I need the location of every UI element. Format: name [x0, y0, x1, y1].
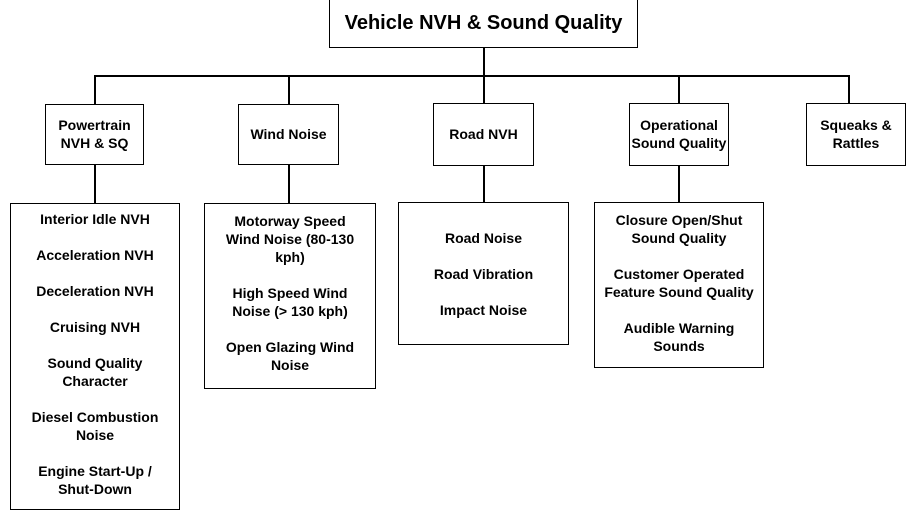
list-item: Diesel Combustion Noise [31, 409, 159, 443]
list-item: Impact Noise [439, 302, 528, 318]
branch-connector-road [483, 75, 485, 103]
list-item: Road Noise [444, 230, 522, 246]
list-item: Acceleration NVH [36, 247, 154, 263]
branch-connector-wind [288, 75, 290, 105]
branch-connector-powertrain [94, 75, 96, 105]
category-label: Squeaks & Rattles [820, 117, 892, 151]
list-item: Cruising NVH [49, 319, 141, 335]
list-item: Road Vibration [433, 266, 534, 282]
items-list-operational-sq: Closure Open/Shut Sound Quality Customer… [594, 202, 764, 368]
list-connector-road [483, 166, 485, 202]
list-item: Motorway Speed Wind Noise (80-130 kph) [225, 213, 355, 265]
items-list-road-nvh: Road Noise Road Vibration Impact Noise [398, 202, 569, 345]
items-list-wind-noise: Motorway Speed Wind Noise (80-130 kph) H… [204, 203, 376, 389]
category-label: Operational Sound Quality [631, 117, 727, 151]
items-list-powertrain: Interior Idle NVH Acceleration NVH Decel… [10, 203, 180, 510]
list-connector-powertrain [94, 165, 96, 203]
list-item: Deceleration NVH [36, 283, 154, 299]
branch-connector-squeaks [848, 75, 850, 103]
list-item: Engine Start-Up / Shut-Down [38, 463, 152, 497]
list-item: High Speed Wind Noise (> 130 kph) [232, 285, 348, 319]
list-item: Closure Open/Shut Sound Quality [615, 212, 743, 246]
branch-bar [94, 75, 848, 77]
root-connector [483, 48, 485, 75]
list-item: Customer Operated Feature Sound Quality [604, 266, 754, 300]
root-label: Vehicle NVH & Sound Quality [344, 11, 623, 34]
category-label: Road NVH [449, 125, 518, 142]
list-connector-operational [678, 166, 680, 202]
category-node-powertrain: Powertrain NVH & SQ [45, 104, 144, 165]
category-node-road-nvh: Road NVH [433, 103, 534, 166]
list-item: Audible Warning Sounds [623, 320, 735, 354]
list-connector-wind [288, 165, 290, 203]
category-label: Powertrain NVH & SQ [58, 117, 131, 151]
category-node-wind-noise: Wind Noise [238, 104, 339, 165]
list-item: Interior Idle NVH [40, 211, 150, 227]
category-label: Wind Noise [250, 125, 327, 142]
list-item: Sound Quality Character [47, 355, 143, 389]
root-node: Vehicle NVH & Sound Quality [329, 0, 638, 48]
branch-connector-operational [678, 75, 680, 103]
category-node-squeaks-rattles: Squeaks & Rattles [806, 103, 906, 166]
category-node-operational-sq: Operational Sound Quality [629, 103, 729, 166]
list-item: Open Glazing Wind Noise [225, 339, 355, 373]
